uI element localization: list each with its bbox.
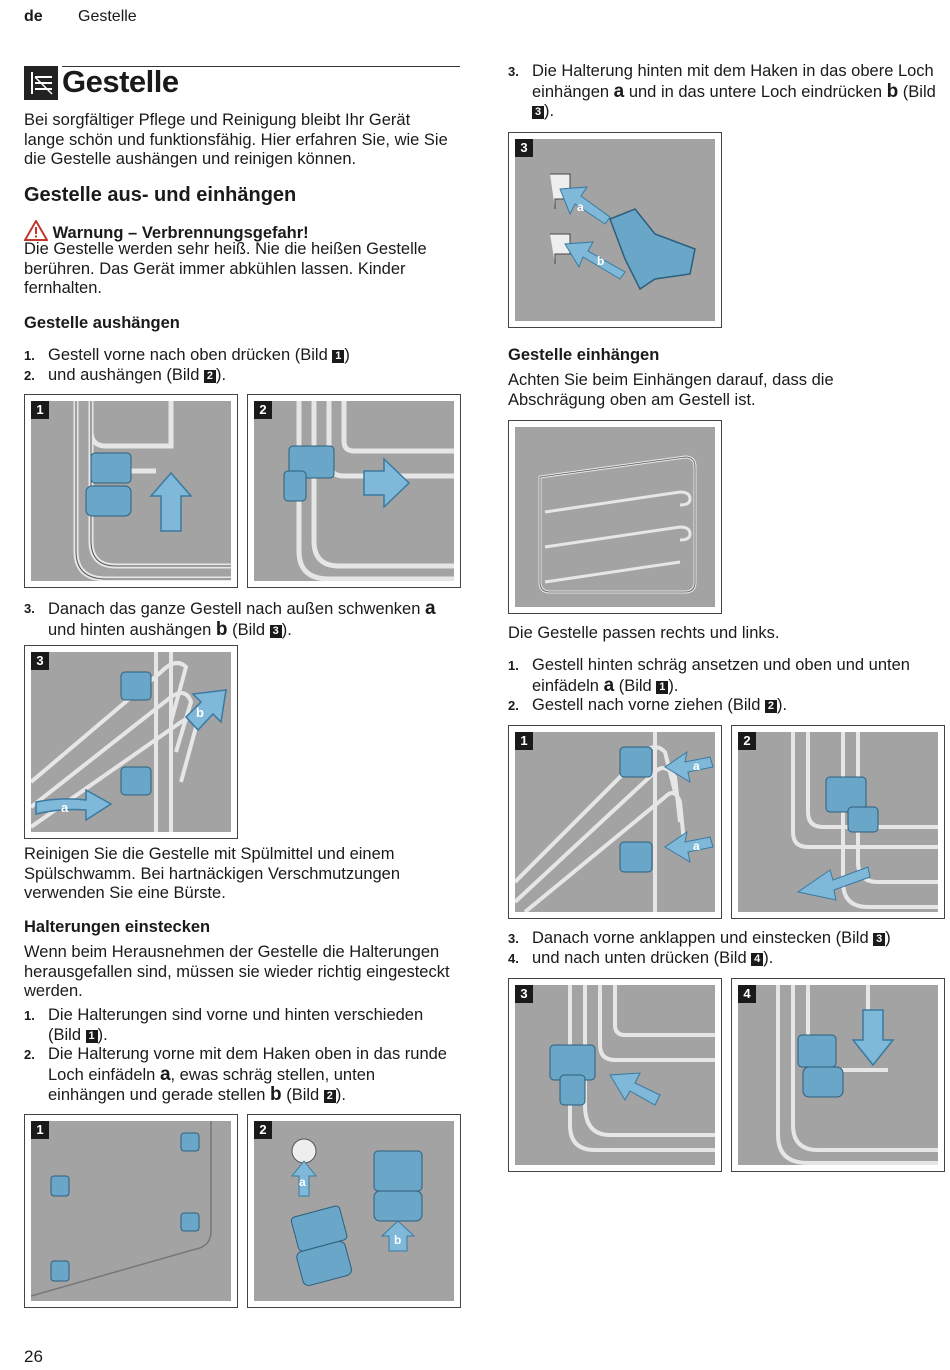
- aushaengen-steps: 1.Gestell vorne nach oben drücken (Bild …: [24, 346, 454, 385]
- warning-icon: [23, 219, 49, 246]
- label-a: a: [299, 1175, 306, 1189]
- aushaengen-heading: Gestelle aushängen: [24, 314, 180, 332]
- figure-aushaengen-1: 1: [24, 394, 238, 588]
- halterungen-step-3: 3.Die Halterung hinten mit dem Haken in …: [508, 62, 936, 120]
- section-heading: Gestelle aus- und einhängen: [24, 184, 297, 206]
- header-language: de: [24, 8, 43, 25]
- einhaengen-fits: Die Gestelle passen rechts und links.: [508, 624, 780, 642]
- einhaengen-steps-cont: 3.Danach vorne anklappen und einstecken …: [508, 929, 940, 968]
- aushaengen-step-3: 3.Danach das ganze Gestell nach außen sc…: [24, 598, 436, 640]
- aushaengen-step-1: 1.Gestell vorne nach oben drücken (Bild …: [24, 346, 350, 364]
- title-rule: [62, 66, 460, 67]
- halterungen-steps-cont: 3.Die Halterung hinten mit dem Haken in …: [508, 62, 938, 122]
- label-a: a: [61, 800, 69, 815]
- intro-text: Bei sorgfältiger Pflege und Reinigung bl…: [24, 111, 448, 168]
- label-a: a: [693, 839, 700, 853]
- rack-icon: [24, 66, 58, 100]
- figure-aushaengen-2: 2: [247, 394, 461, 588]
- halterungen-heading: Halterungen einstecken: [24, 918, 211, 936]
- figure-halterungen-2: 2 a b: [247, 1114, 461, 1308]
- warning-title: Warnung – Verbrennungsgefahr!: [52, 224, 309, 242]
- figure-rack-overview: [508, 420, 722, 614]
- warning-text: Die Gestelle werden sehr heiß. Nie die h…: [24, 240, 427, 297]
- einhaengen-step-3: 3.Danach vorne anklappen und einstecken …: [508, 929, 891, 947]
- halterungen-step-1: 1.Die Halterungen sind vorne und hinten …: [24, 1006, 424, 1044]
- einhaengen-intro: Achten Sie beim Einhängen darauf, dass d…: [508, 371, 834, 409]
- cleaning-text: Reinigen Sie die Gestelle mit Spülmittel…: [24, 845, 401, 902]
- figure-aushaengen-3: 3 a b: [24, 645, 238, 839]
- label-b: b: [394, 1233, 401, 1247]
- figure-halterungen-3: 3 a b: [508, 132, 722, 328]
- figure-einhaengen-2: 2: [731, 725, 945, 919]
- label-b: b: [597, 254, 604, 268]
- einhaengen-step-4: 4.und nach unten drücken (Bild 4).: [508, 948, 774, 967]
- label-a: a: [693, 759, 700, 773]
- figure-halterungen-1: 1: [24, 1114, 238, 1308]
- label-a: a: [577, 200, 584, 214]
- einhaengen-step-1: 1.Gestell hinten schräg ansetzen und obe…: [508, 656, 910, 696]
- warning-line: Warnung – Verbrennungsgefahr!: [23, 219, 309, 246]
- einhaengen-steps: 1.Gestell hinten schräg ansetzen und obe…: [508, 656, 940, 716]
- einhaengen-heading: Gestelle einhängen: [508, 346, 660, 364]
- figure-einhaengen-4: 4: [731, 978, 945, 1172]
- halterungen-step-2: 2.Die Halterung vorne mit dem Haken oben…: [24, 1045, 447, 1105]
- figure-einhaengen-1: 1 a a: [508, 725, 722, 919]
- halterungen-intro: Wenn beim Herausnehmen der Gestelle die …: [24, 943, 450, 1000]
- aushaengen-steps-cont: 3.Danach das ganze Gestell nach außen sc…: [24, 599, 459, 640]
- einhaengen-step-2: 2.Gestell nach vorne ziehen (Bild 2).: [508, 696, 788, 714]
- halterungen-steps: 1.Die Halterungen sind vorne und hinten …: [24, 1006, 456, 1106]
- aushaengen-step-2: 2.und aushängen (Bild 2).: [24, 365, 227, 384]
- page-title: Gestelle: [62, 64, 179, 99]
- header-section: Gestelle: [78, 8, 137, 25]
- label-b: b: [196, 705, 204, 720]
- figure-einhaengen-3: 3: [508, 978, 722, 1172]
- page-number: 26: [24, 1347, 43, 1366]
